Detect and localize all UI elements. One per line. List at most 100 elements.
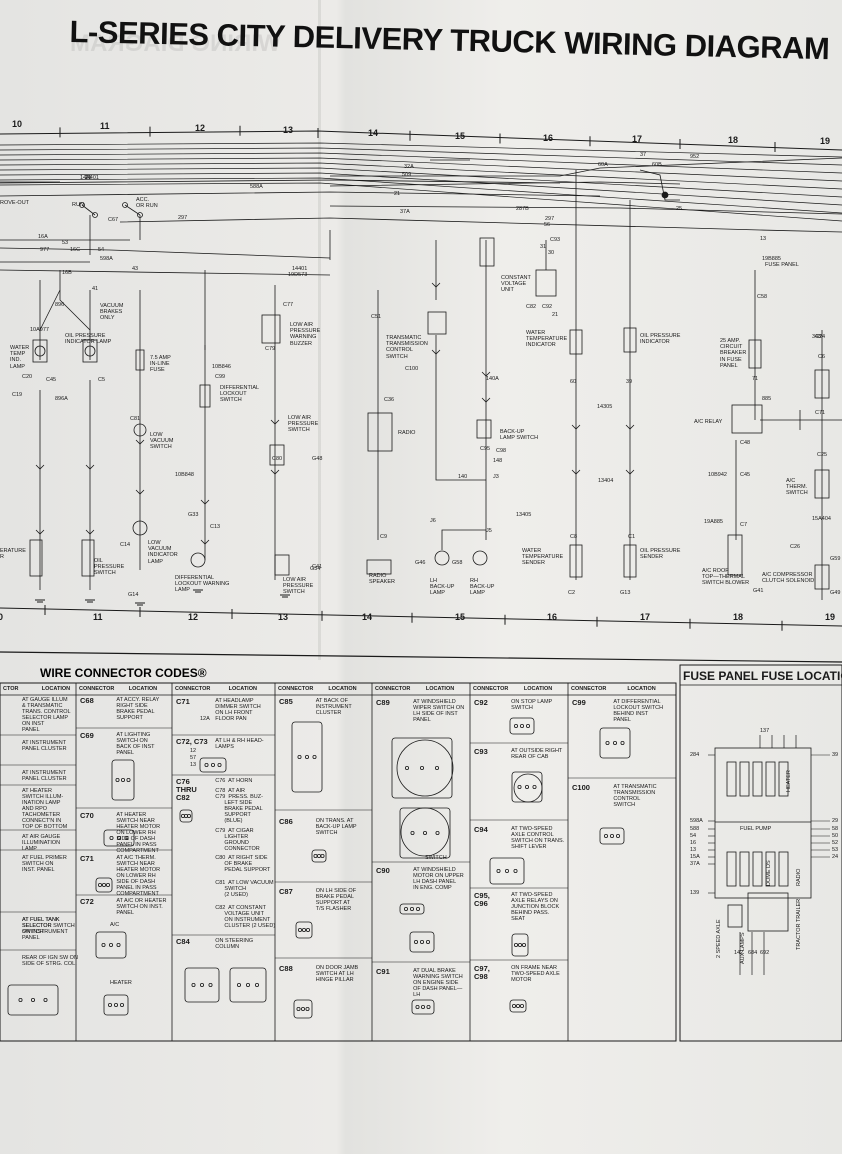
connector-location: REAR OF IGN SW ON SIDE OF STRG. COL. [22,955,78,967]
wire-label: G41 [753,588,764,594]
grid-col-top: 11 [100,121,110,131]
connector-location: AT LIGHTING SWITCH ON BACK OF INST PANEL [116,732,155,756]
grid-col-top: 15 [455,131,466,141]
wire-label: 43 [132,266,139,272]
wire-label: C25 [817,452,828,458]
fuse-right-label: 24 [832,854,839,860]
wire-label: 21 [85,175,92,181]
wire-label: 56 [544,222,551,228]
wire-label: 10B848 [175,472,194,478]
grid-col-top: 13 [283,125,294,135]
connector-symbol [200,539,210,545]
wire-label: C67 [108,217,119,223]
connector-pin [114,1003,119,1008]
connector-location: AT ACCY. RELAY RIGHT SIDE BRAKE PEDAL SU… [116,697,160,721]
connector-drawing [489,857,525,885]
connector-pin [245,983,250,988]
grid-col-bottom: 12 [188,612,199,622]
wire-label: G46 [415,560,426,566]
component-label-low-vacuum-switch: LOW VACUUM SWITCH [150,432,174,451]
grid-col-bottom: 16 [547,612,558,622]
connector-pin [426,1005,431,1010]
connector-pin [518,943,523,948]
connector-location: AT A/C THERM. SWITCH NEAR HEATER MOTOR O… [116,855,161,897]
grid-col-top: 14 [368,128,379,138]
wire-label: 598A [100,256,113,262]
connector-pin [610,834,615,839]
connector-pin [605,741,610,746]
connector-pin [435,831,440,836]
connector-symbol [270,469,280,475]
connector-pin [301,928,306,933]
connector-pin [410,831,415,836]
connector-pin [102,883,107,888]
wire-label: 37A [400,209,410,215]
connector-location: AT HEATER SWITCH NEAR HEATER MOTOR ON LO… [116,812,161,854]
wire-label: C7 [740,522,748,528]
wire-label: C19 [12,392,23,398]
fuse-right-label: 29 [832,818,839,824]
connector-pin [116,943,121,948]
connector-drawing [411,999,435,1015]
connector-pin [254,983,259,988]
connector-extra-label: 57 [190,755,197,761]
bus-wire [0,162,842,190]
connector-code: C72 [80,897,94,906]
connector-location: AT GAUGE ILLUM & TRANSMATIC TRANS. CONTR… [22,697,71,733]
connector-pin [199,983,204,988]
wire-label: 15A404 [812,516,831,522]
connector-symbol [135,489,145,495]
connector-location: AT WINDSHIELD WIPER SWITCH ON LH SIDE OF… [413,699,465,723]
connector-code: C95, C96 [474,891,490,908]
connector-pin [297,755,302,760]
wire-label: 21 [552,312,559,318]
wire-label: G49 [830,590,841,596]
wire-label: C36 [384,397,395,403]
connector-code: C85 [279,697,293,706]
connector-symbol [135,439,145,445]
fuse-inner-label: 684 [748,950,758,956]
connector-pin [101,943,106,948]
component-label-trans-control: TRANSMATIC TRANSMISSION CONTROL SWITCH [386,335,428,360]
wire-label: C1 [628,534,636,540]
fuse-right-label: 50 [832,833,839,839]
connector-drawing [103,994,129,1016]
connector-pin [526,724,531,729]
connector-code: C71 [176,697,190,706]
wire-label: 348 [812,334,822,340]
fuse-panel-border [679,664,842,1042]
component-label-vacuum-brakes: VACUUM BRAKES ONLY [100,303,124,322]
connector-drawing [311,849,327,863]
connector-code: C100 [572,783,590,792]
connector-code: C70 [80,811,94,820]
connector-symbol [481,397,491,403]
bus-wire [0,142,842,158]
connector-pin [616,834,621,839]
wire-label: 39 [626,379,633,385]
wire-label: C20 [22,374,33,380]
wire-label: C26 [790,544,801,550]
connector-pin [513,869,518,874]
switch-contact [79,202,85,208]
component-label-diff-lockout-switch: DIFFERENTIAL LOCKOUT SWITCH [220,385,260,404]
connector-code: C84 [176,937,190,946]
wire-label: C5 [98,377,106,383]
bus-wire [0,147,842,166]
connector-symbol [571,424,581,430]
wire [441,529,486,550]
oil-pressure-switch-icon [81,539,95,577]
connector-symbol [35,464,45,470]
connector-code: C91 [376,967,390,976]
col-header-location: LOCATION [228,686,257,692]
switch-contact [122,202,128,208]
connector-pin [120,1003,125,1008]
wire-label: 25 [676,206,683,212]
connector-drawing [409,931,435,953]
connector-pin [43,998,48,1003]
connector-pin [30,998,35,1003]
connector-pin [18,998,23,1003]
wire-label: C8 [570,534,578,540]
rh-backup-lamp-icon [472,550,488,566]
backup-switch-relay [479,237,495,267]
fuse-panel-title: FUSE PANEL FUSE LOCATIO [683,669,842,683]
